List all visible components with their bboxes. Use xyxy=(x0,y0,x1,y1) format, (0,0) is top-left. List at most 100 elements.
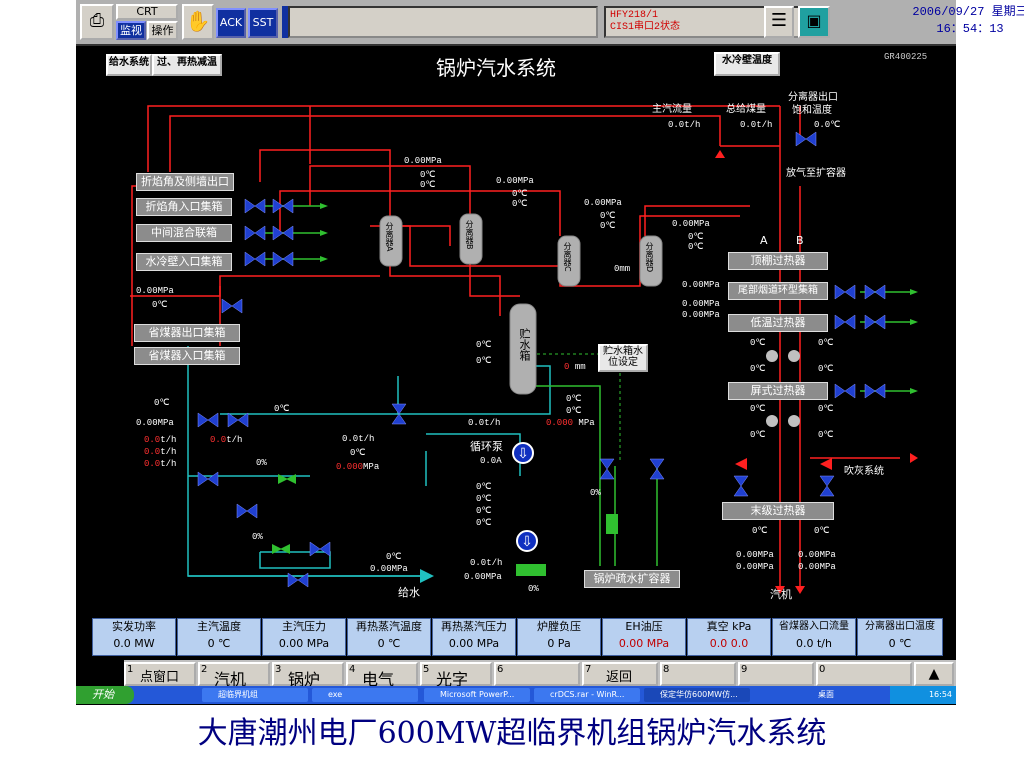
turbine-label: 汽机 xyxy=(770,588,792,601)
mid-pressure-unit: MPa xyxy=(363,462,380,472)
taskbar-item-1[interactable]: 超临界机组 xyxy=(202,688,308,702)
readout-left-flow1: 0.0t/h xyxy=(144,435,176,445)
status-eh-oil-label: EH油压 xyxy=(625,620,663,633)
slide-caption: 大唐潮州电厂600MW超临界机组锅炉汽水系统 xyxy=(197,716,827,751)
total-coal-value: 0.0t/h xyxy=(740,120,773,130)
start-button[interactable]: 开始 xyxy=(76,686,134,704)
fkey-7[interactable]: 7 返回 xyxy=(582,662,658,686)
taskbar-item-3[interactable]: Microsoft PowerP... xyxy=(424,688,530,702)
sst-button[interactable]: SST xyxy=(248,8,278,38)
taskbar-item-4[interactable]: crDCS.rar - WinR... xyxy=(534,688,640,702)
separator-c-label: 分离器C xyxy=(563,242,572,272)
separator-temp-value: 0.0℃ xyxy=(814,120,841,130)
feedwater-system-button[interactable]: 给水系统 xyxy=(106,54,152,76)
readout-left-flow2: 0.0t/h xyxy=(144,447,176,457)
taskbar-item-5[interactable]: 保定华仿600MW仿... xyxy=(644,688,750,702)
readout-econ-temp: 0℃ xyxy=(152,300,168,310)
readout-roof-pressure2: 0.00MPa xyxy=(682,299,720,309)
system-tray: 16:54 xyxy=(890,686,956,704)
readout-sep-c-temp1: 0℃ xyxy=(600,211,616,221)
hand-icon[interactable]: ✋ xyxy=(182,4,214,40)
monitor-button[interactable]: 监视 xyxy=(116,21,146,40)
readout-lt-temp-b2: 0℃ xyxy=(818,364,834,374)
taskbar-item-2[interactable]: exe xyxy=(312,688,418,702)
box-waterwall-inlet-header: 水冷壁入口集箱 xyxy=(136,253,232,271)
readout-lt-temp-b: 0℃ xyxy=(818,338,834,348)
readout-left-pressure: 0.00MPa xyxy=(136,418,174,428)
storage-tank-label: 贮水箱 xyxy=(518,328,531,361)
left-flow4-number: 0.0 xyxy=(210,435,227,445)
tank-pressure-unit: MPa xyxy=(578,418,595,428)
fkey-0[interactable]: 0 xyxy=(816,662,912,686)
readout-pump-flow: 0.0t/h xyxy=(468,418,501,428)
fkey-1-num: 1 xyxy=(127,664,134,675)
tank-pressure-number: 0.000 xyxy=(546,418,574,428)
readout-platen-temp-a: 0℃ xyxy=(750,404,766,414)
left-flow4-unit: t/h xyxy=(226,435,243,445)
crt-label: CRT xyxy=(116,4,178,20)
readout-fw-temp: 0℃ xyxy=(386,552,402,562)
status-separator-temp-label: 分离器出口温度 xyxy=(865,621,935,632)
separator-out-label1: 分离器出口 xyxy=(788,92,838,103)
screen-code: GR400225 xyxy=(884,52,928,62)
readout-mid-flow: 0.0t/h xyxy=(342,434,375,444)
storage-level-btn-line1: 贮水箱水 xyxy=(603,346,643,357)
fkey-6[interactable]: 6 xyxy=(494,662,580,686)
status-power-value: 0.0 MW xyxy=(113,637,155,650)
date-text: 2006/09/27 星期三 xyxy=(912,5,1024,19)
fkey-1[interactable]: 1 点窗口 xyxy=(124,662,196,686)
readout-lt-temp-a: 0℃ xyxy=(750,338,766,348)
readout-fw-flow: 0.0t/h xyxy=(470,558,503,568)
reheat-desuperheat-button[interactable]: 过、再热减温 xyxy=(152,54,222,76)
top-toolbar: ⎙ CRT 监视 操作 ✋ ACK SST HFY218/1 CIS1串口2状态… xyxy=(76,0,1024,46)
readout-drain-pct: 0% xyxy=(590,488,601,498)
ack-button[interactable]: ACK xyxy=(216,8,246,38)
readout-fw-pressure: 0.00MPa xyxy=(370,564,408,574)
desktop-label[interactable]: 桌面 xyxy=(818,690,834,699)
status-vacuum-label: 真空 kPa xyxy=(706,620,752,633)
status-reheat-pressure-value: 0.00 MPa xyxy=(448,637,500,650)
readout-pump-temp3: 0℃ xyxy=(476,506,492,516)
scroll-up-button[interactable]: ▲ xyxy=(914,662,954,686)
storage-level-value: 0 mm xyxy=(564,362,586,372)
readout-sep-c-temp2: 0℃ xyxy=(600,221,616,231)
box-final-superheater: 末级过热器 xyxy=(722,502,834,520)
fkey-8[interactable]: 8 xyxy=(660,662,736,686)
readout-final-pressure-b2: 0.00MPa xyxy=(798,562,836,572)
readout-sep-a-temp1: 0℃ xyxy=(420,170,436,180)
printer-button[interactable]: ⎙ xyxy=(80,4,114,40)
readout-final-pressure-a2: 0.00MPa xyxy=(736,562,774,572)
vent-label: 放气至扩容器 xyxy=(786,168,846,179)
readout-sep-d-temp2: 0℃ xyxy=(688,242,704,252)
status-economizer-flow-value: 0.0 t/h xyxy=(796,637,832,650)
fkey-9-num: 9 xyxy=(741,664,748,675)
fkey-5-label: 光字 xyxy=(436,670,469,689)
readout-left-flow3: 0.0t/h xyxy=(144,459,176,469)
readout-platen-temp-b2: 0℃ xyxy=(818,430,834,440)
storage-level-setpoint-button[interactable]: 贮水箱水 位设定 xyxy=(598,344,648,372)
readout-roof-pressure3: 0.00MPa xyxy=(682,310,720,320)
waterwall-temp-button[interactable]: 水冷壁温度 xyxy=(714,52,780,76)
total-coal-label: 总给煤量 xyxy=(726,104,766,115)
box-furnace-arch-inlet-header: 折焰角入口集箱 xyxy=(136,198,232,216)
fkey-7-num: 7 xyxy=(585,664,592,675)
storage-level-btn-line2: 位设定 xyxy=(608,357,638,368)
left-flow3-number: 0.0 xyxy=(144,459,161,469)
fkey-7-label: 返回 xyxy=(606,670,633,685)
circulation-pump-icon[interactable]: ⇩ xyxy=(512,442,534,464)
computer-icon[interactable]: ▣ xyxy=(798,6,830,38)
message-box xyxy=(288,6,598,38)
left-flow2-number: 0.0 xyxy=(144,447,161,457)
list-icon[interactable]: ☰ xyxy=(764,6,794,38)
feedwater-pump-icon[interactable]: ⇩ xyxy=(516,530,538,552)
tray-clock: 16:54 xyxy=(928,690,952,699)
fkey-9[interactable]: 9 xyxy=(738,662,814,686)
operate-button[interactable]: 操作 xyxy=(147,21,178,40)
status-reheat-pressure-label: 再热蒸汽压力 xyxy=(441,620,507,633)
fkey-1-label: 点窗口 xyxy=(140,670,180,685)
